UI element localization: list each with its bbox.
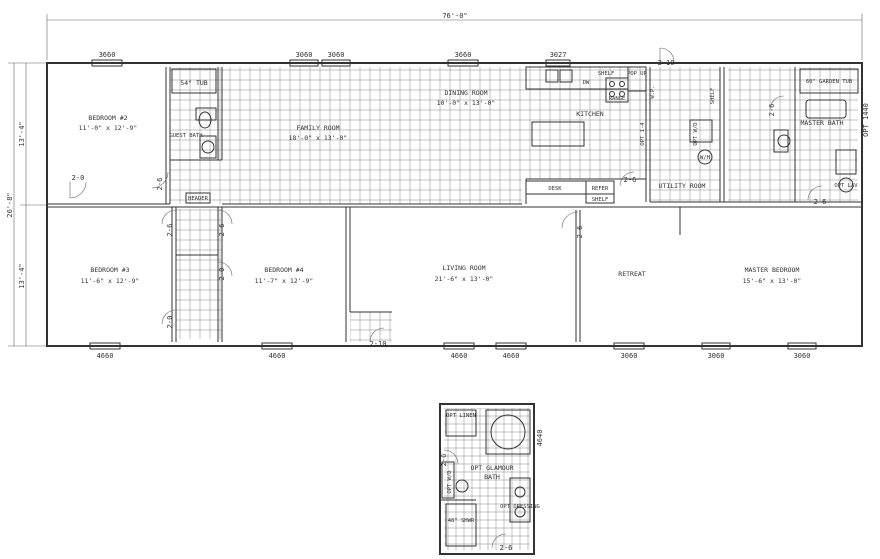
retreat-name: RETREAT <box>618 270 645 278</box>
master-bedroom-size: 15'-6" x 13'-0" <box>743 277 802 285</box>
overall-width-dim: 76'-0" <box>442 12 467 20</box>
door-20-b: 2-0 <box>218 268 226 281</box>
upper-depth-dim: 13'-4" <box>18 121 26 146</box>
opt-1440-label: OPT 1440 <box>862 103 870 137</box>
window-bottom-3: 4660 <box>451 352 468 360</box>
popup-label: POP UP <box>627 71 648 77</box>
range-label: RANGE <box>609 96 626 102</box>
room-labels: BEDROOM #2 11'-0" x 12'-9" FAMILY ROOM 1… <box>79 89 844 285</box>
door-210-top: 2-10 <box>658 59 675 67</box>
door-swings <box>69 47 823 343</box>
lower-depth-dim: 13'-4" <box>18 263 26 288</box>
guest-bath-fixtures <box>171 68 217 159</box>
bedroom2-size: 11'-0" x 12'-9" <box>79 124 138 132</box>
inset-opt-label: OPT LINEN <box>446 413 476 419</box>
kitchen-cabinets <box>525 66 647 204</box>
window-top-4: 3660 <box>455 51 472 59</box>
inset-opt-wd: OPT W/D <box>447 470 453 493</box>
bedroom4-name: BEDROOM #4 <box>264 266 303 274</box>
kitchen-name: KITCHEN <box>576 110 603 118</box>
door-26-a: 2-6 <box>156 178 164 191</box>
utility-name: UTILITY ROOM <box>659 182 706 190</box>
opt-14-label: OPT 1-4 <box>640 122 646 146</box>
tile-floors <box>170 67 858 342</box>
window-top-1: 3660 <box>99 51 116 59</box>
shelf-vert-label: SHELF <box>710 88 716 105</box>
opt-lav-label: OPT LAV <box>834 183 858 189</box>
door-20-a: 2-0 <box>72 174 85 182</box>
inset-door-26-b: 2-6 <box>500 544 513 552</box>
door-26-c: 2-6 <box>218 224 226 237</box>
door-210-bottom: 2-10 <box>370 340 387 348</box>
windows-top <box>91 59 571 67</box>
master-bedroom-name: MASTER BEDROOM <box>745 266 800 274</box>
window-bottom-4: 4660 <box>503 352 520 360</box>
window-bottom-7: 3060 <box>794 352 811 360</box>
window-bottom-5: 3060 <box>621 352 638 360</box>
door-26-e: 2-6 <box>624 176 637 184</box>
guest-bath-name: GUEST BATH <box>169 133 202 139</box>
door-26-b: 2-6 <box>166 224 174 237</box>
bedroom4-size: 11'-7" x 12'-9" <box>255 277 314 285</box>
desk-label: DESK <box>548 186 562 192</box>
door-20-c: 2-0 <box>166 316 174 329</box>
dining-size: 10'-0" x 13'-0" <box>437 99 496 107</box>
bedroom3-size: 11'-6" x 12'-9" <box>81 277 140 285</box>
wp-label: W.P. <box>650 85 656 98</box>
window-top-5: 3027 <box>550 51 567 59</box>
window-bottom-1: 4660 <box>97 352 114 360</box>
header-label: HEADER <box>188 196 209 202</box>
inset-door-26-a: 2-6 <box>440 454 448 467</box>
shelf-label: SHELF <box>598 71 615 77</box>
dimension-lines: 76'-0" 26'-8" 13'-4" 13'-4" <box>6 12 863 347</box>
window-bottom-2: 4660 <box>269 352 286 360</box>
inset-opt-dressing: OPT DRESSING <box>500 504 540 510</box>
overall-depth-dim: 26'-8" <box>6 192 14 217</box>
interior-walls <box>47 67 862 342</box>
windows-bottom <box>89 342 817 350</box>
inset-window: 4640 <box>536 430 544 447</box>
bedroom3-name: BEDROOM #3 <box>90 266 129 274</box>
master-bath-fixtures <box>689 68 859 193</box>
door-26-mb2: 2-6 <box>814 198 827 206</box>
tub54-label: 54" TUB <box>180 79 207 87</box>
living-name: LIVING ROOM <box>442 264 485 272</box>
header-box <box>185 192 211 204</box>
master-bath-name: MASTER BATH <box>800 119 843 127</box>
door-26-d: 2-6 <box>576 226 584 239</box>
opt-wd-label: OPT W/D <box>693 122 699 145</box>
living-size: 21'-6" x 13'-0" <box>435 275 494 283</box>
refer-label: REFER <box>592 186 609 192</box>
window-top-3: 3060 <box>328 51 345 59</box>
window-bottom-6: 3060 <box>708 352 725 360</box>
family-size: 18'-0" x 13'-0" <box>289 134 348 142</box>
inset-shower: 48" SHWR <box>448 518 475 524</box>
window-top-2: 3060 <box>296 51 313 59</box>
wh-label: W/H <box>700 155 710 161</box>
family-name: FAMILY ROOM <box>296 124 339 132</box>
dw-label: DW <box>583 80 590 86</box>
bedroom2-name: BEDROOM #2 <box>88 114 127 122</box>
door-26-mb: 2-6 <box>768 104 776 117</box>
dining-name: DINING ROOM <box>444 89 487 97</box>
garden-tub-label: 60" GARDEN TUB <box>806 79 853 85</box>
shelf-bottom-label: SHELF <box>592 197 609 203</box>
